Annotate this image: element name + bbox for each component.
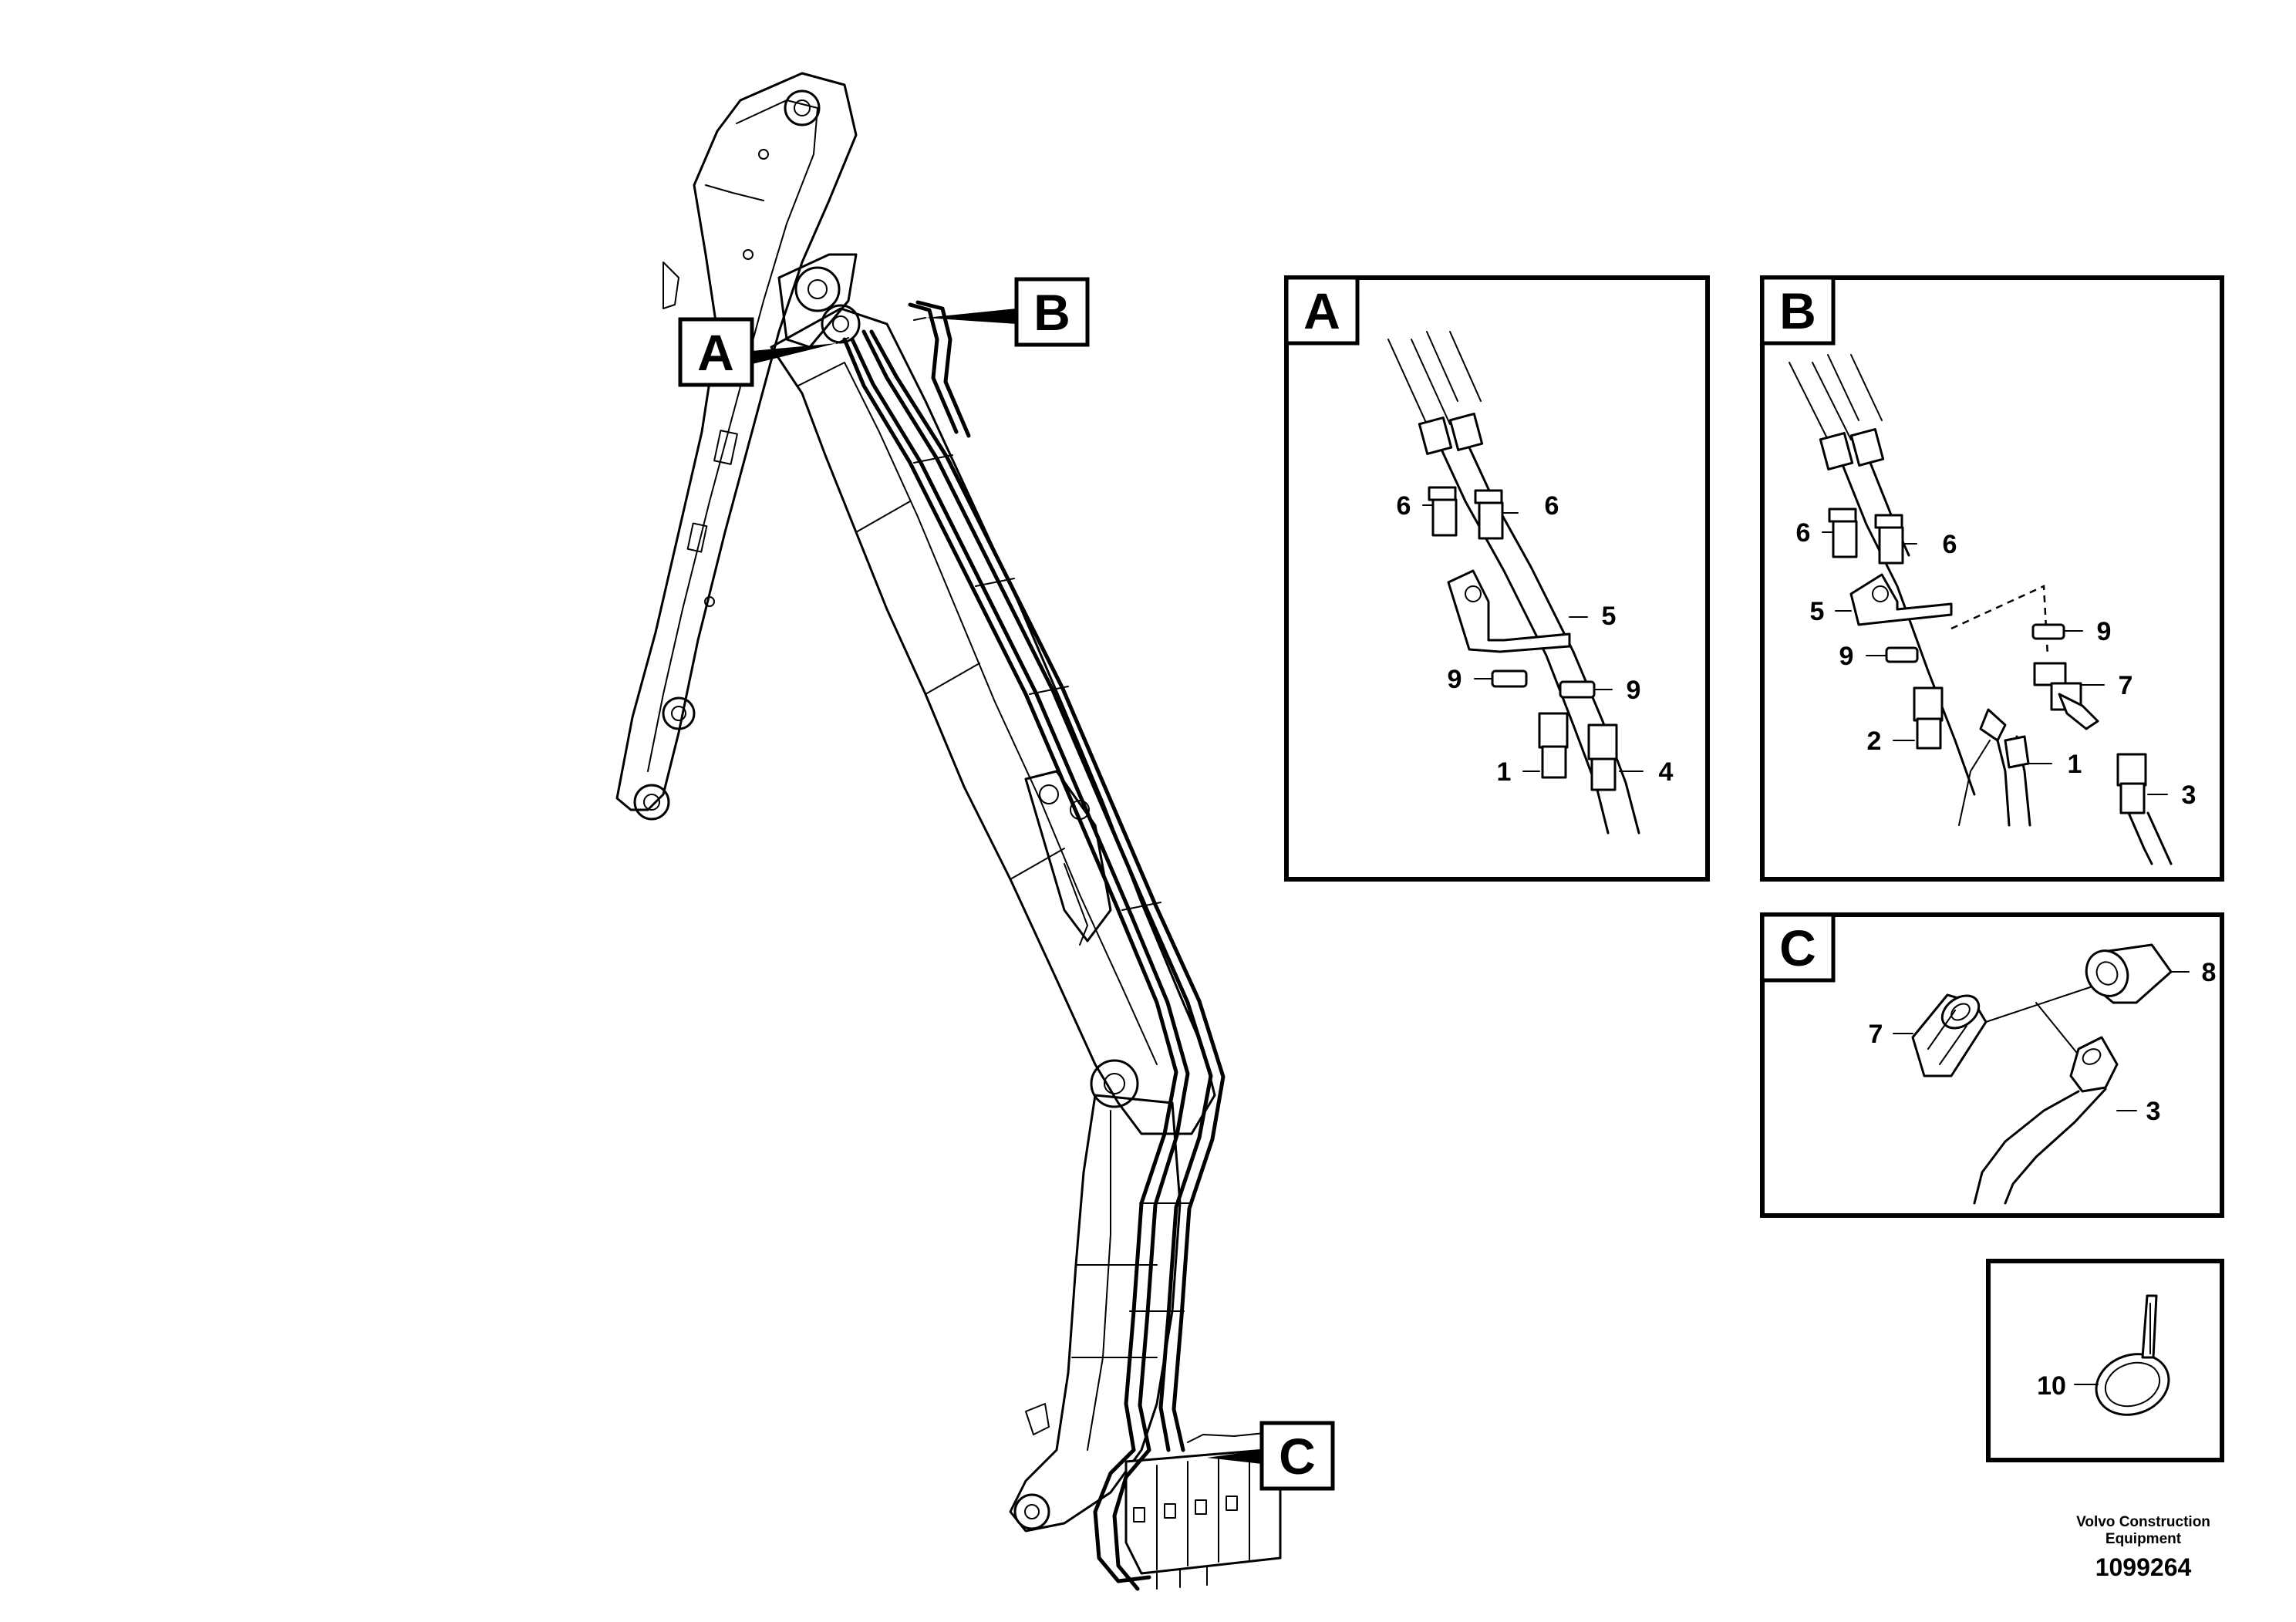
svg-text:6: 6 — [1545, 491, 1559, 521]
detail-panel-a: A 6 6 5 9 9 1 4 — [1284, 275, 1710, 882]
hydraulic-hoses — [842, 300, 1226, 1591]
boom-arm-illustration: A B C — [615, 72, 1335, 1591]
brand-line-2: Equipment — [2105, 1531, 2182, 1547]
detail-panel-c: C 7 8 3 — [1760, 912, 2224, 1218]
svg-text:B: B — [1033, 284, 1070, 341]
svg-text:6: 6 — [1943, 530, 1957, 559]
svg-text:7: 7 — [1869, 1020, 1883, 1049]
svg-text:10: 10 — [2037, 1371, 2066, 1401]
arm-cylinder — [777, 253, 858, 349]
detail-tag-c[interactable]: C — [1259, 1421, 1335, 1491]
tag-leaders — [752, 309, 1262, 1464]
svg-text:9: 9 — [1627, 676, 1641, 705]
svg-text:4: 4 — [1659, 757, 1674, 787]
svg-text:1: 1 — [1497, 757, 1512, 787]
svg-text:9: 9 — [1839, 642, 1854, 671]
svg-text:A: A — [697, 324, 734, 381]
panel-c-title: C — [1779, 919, 1816, 976]
panel-b-title: B — [1779, 282, 1816, 339]
svg-text:6: 6 — [1397, 491, 1411, 521]
detail-tag-b[interactable]: B — [1014, 277, 1090, 347]
drawing-number: 1099264 — [2095, 1553, 2192, 1581]
detail-tag-a[interactable]: A — [678, 317, 754, 387]
brand-line-1: Volvo Construction — [2076, 1514, 2210, 1530]
detail-panel-10: 10 — [1986, 1259, 2224, 1462]
svg-text:5: 5 — [1810, 597, 1825, 626]
svg-text:9: 9 — [1448, 665, 1462, 694]
boom-lower — [1009, 1094, 1182, 1533]
svg-text:8: 8 — [2202, 958, 2217, 987]
svg-text:1: 1 — [2068, 750, 2082, 779]
arm — [615, 72, 858, 821]
panel-a-title: A — [1303, 282, 1340, 339]
svg-text:C: C — [1279, 1428, 1316, 1485]
svg-text:9: 9 — [2097, 617, 2112, 646]
brand-label: Volvo Construction Equipment — [2058, 1514, 2228, 1548]
svg-text:3: 3 — [2182, 781, 2197, 810]
svg-text:5: 5 — [1602, 602, 1617, 631]
boom — [770, 304, 1216, 1135]
svg-text:7: 7 — [2119, 671, 2133, 700]
svg-text:2: 2 — [1867, 727, 1882, 756]
svg-text:3: 3 — [2146, 1097, 2161, 1126]
detail-panel-b: B — [1760, 275, 2224, 882]
svg-text:6: 6 — [1796, 518, 1811, 548]
